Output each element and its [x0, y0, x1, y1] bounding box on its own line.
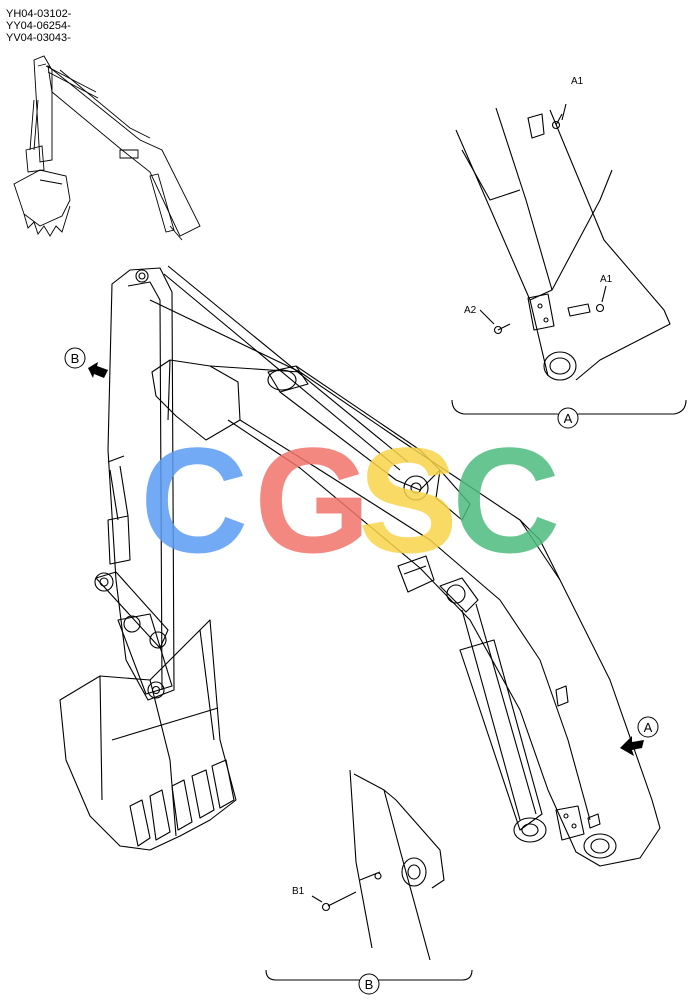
watermark-letter-s: S: [358, 416, 458, 584]
part-label-a1-upper: A1: [571, 76, 584, 87]
part-label-a2: A2: [464, 305, 477, 316]
serial-number-list: YH04-03102- YY04-06254- YV04-03043-: [6, 8, 71, 44]
detail-b: [265, 769, 473, 991]
view-b-marker: B: [64, 347, 108, 378]
overview-thumbnail: [13, 55, 201, 241]
watermark-letter-g: G: [254, 416, 371, 584]
serial-code: YV04-03043-: [6, 32, 71, 44]
detail-b-labels: B1: [292, 886, 305, 897]
detail-b-letter: B: [365, 977, 374, 992]
view-b-letter: B: [71, 351, 80, 366]
part-label-a1-lower: A1: [600, 274, 613, 285]
boom-assembly: [59, 265, 661, 867]
view-a-letter: A: [644, 720, 653, 735]
part-label-b1: B1: [292, 886, 305, 897]
view-a-arrow: [620, 736, 644, 756]
serial-code: YH04-03102-: [6, 8, 72, 20]
detail-a-caption: A: [557, 407, 579, 429]
cgsc-watermark: C G S C: [140, 416, 560, 584]
detail-a-labels: A1 A1 A2: [464, 76, 613, 316]
serial-code: YY04-06254-: [6, 20, 71, 32]
detail-a: [451, 103, 687, 427]
watermark-letter-c: C: [140, 416, 248, 584]
view-a-marker: A: [620, 716, 659, 756]
view-b-arrow: [88, 362, 108, 378]
watermark-letter-c2: C: [452, 416, 560, 584]
detail-b-caption: B: [358, 973, 380, 995]
detail-a-letter: A: [564, 411, 573, 426]
